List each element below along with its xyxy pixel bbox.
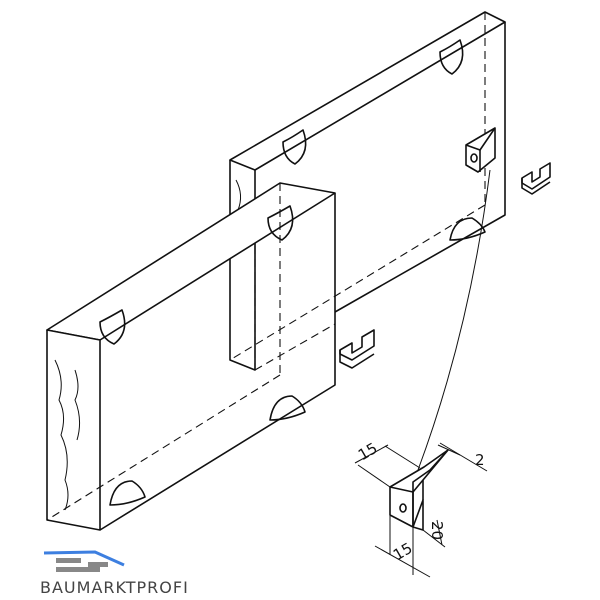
notch <box>269 395 306 421</box>
wood-grain <box>74 369 81 441</box>
detail-bracket <box>354 442 488 578</box>
front-panel-side <box>99 193 336 531</box>
wood-grain <box>54 359 69 511</box>
dim-height: 20 <box>428 521 446 540</box>
back-panel-top <box>229 11 506 171</box>
front-panel <box>46 182 336 531</box>
notch <box>282 129 307 165</box>
dim-thickness: 2 <box>475 451 485 469</box>
mounted-bracket <box>465 127 496 173</box>
notch <box>109 480 146 506</box>
notch <box>449 217 486 241</box>
front-panel-end-face <box>46 329 101 531</box>
logo-icon <box>43 550 125 572</box>
logo-text: BAUMARKTPROFI <box>40 578 189 597</box>
front-panel-top <box>46 182 336 341</box>
clip-right <box>521 162 551 195</box>
back-panel-side <box>334 22 506 313</box>
dim-leg-width: 15 <box>390 539 416 564</box>
leader-line <box>417 169 491 471</box>
notch <box>99 309 126 345</box>
back-panel <box>229 11 506 371</box>
notch <box>439 39 464 75</box>
clip-middle <box>339 329 375 369</box>
notch <box>267 205 294 241</box>
back-panel-end-face <box>229 160 256 371</box>
